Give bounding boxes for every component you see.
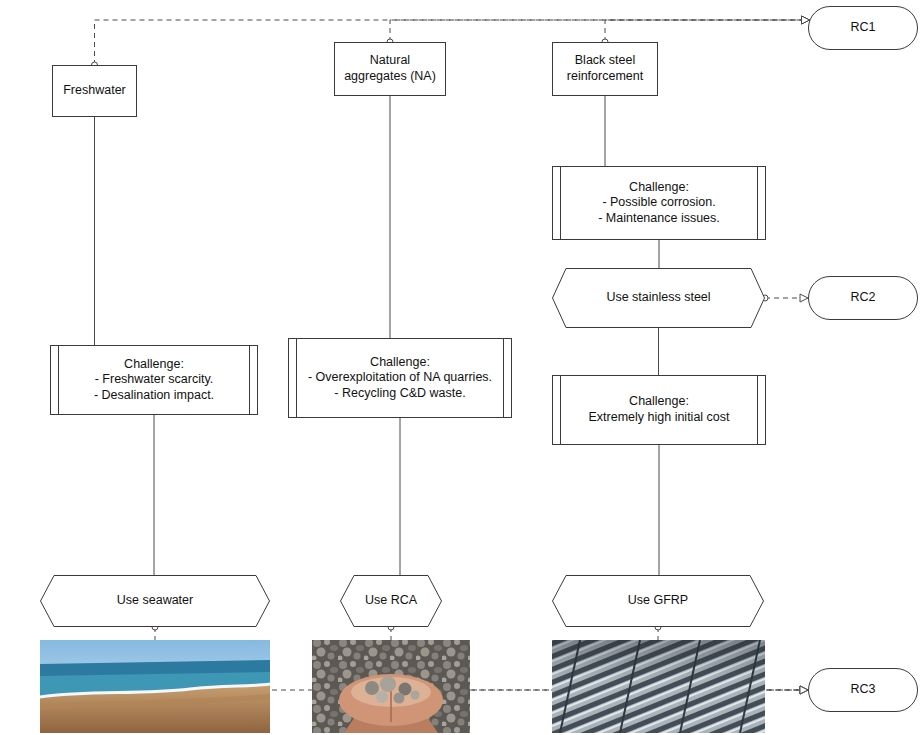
pill-outline: [809, 669, 918, 712]
node-label: - Recycling C&D waste.: [302, 386, 498, 402]
node-label: Extremely high initial cost: [566, 410, 752, 426]
node-text-block: Challenge:Extremely high initial cost: [566, 394, 752, 425]
hexagon-outline: [553, 576, 764, 627]
challenge-heading: Challenge:: [566, 180, 752, 196]
pebble: [380, 676, 396, 692]
pebble: [365, 681, 379, 695]
pebble: [394, 693, 405, 704]
process-outline: [51, 346, 258, 415]
flow-connector: [94, 117, 95, 345]
foam: [40, 684, 270, 697]
process-box: Natural aggregates (NA): [334, 42, 446, 96]
dashed-connector: [95, 20, 810, 65]
process-side-bar: [560, 167, 561, 240]
challenge-box: Challenge:Extremely high initial cost: [552, 375, 766, 445]
node-label: RC2: [816, 290, 910, 306]
flow-connector: [659, 445, 660, 575]
wet-sand: [40, 694, 270, 710]
node-label: Use GFRP: [568, 593, 748, 609]
dashed-connector: [765, 298, 808, 299]
process-side-bar: [58, 346, 59, 415]
terminal-pill: RC2: [808, 276, 918, 320]
challenge-box: Challenge:- Overexploitation of NA quarr…: [288, 338, 512, 418]
dashed-connector: [390, 20, 810, 42]
process-box: Black steel reinforcement: [552, 42, 658, 96]
flow-connector: [658, 328, 659, 375]
sand: [40, 683, 270, 733]
process-side-bar: [757, 376, 758, 445]
seawater-photo: [40, 640, 270, 733]
preparation-hexagon: Use GFRP: [552, 575, 764, 627]
flow-connector: [154, 415, 155, 575]
node-text-block: Use GFRP: [568, 593, 748, 609]
node-text-block: Natural aggregates (NA): [341, 53, 439, 84]
hexagon-outline: [41, 576, 270, 627]
preparation-hexagon: Use seawater: [40, 575, 270, 627]
challenge-heading: Challenge:: [302, 355, 498, 371]
node-label: Freshwater: [59, 83, 130, 99]
node-label: - Freshwater scarcity.: [64, 372, 244, 388]
challenge-box: Challenge:- Freshwater scarcity.- Desali…: [50, 345, 258, 415]
process-side-bar: [296, 339, 297, 418]
node-text-block: RC2: [816, 290, 910, 306]
node-label: RC3: [816, 682, 910, 698]
hexagon-outline: [553, 269, 765, 328]
terminal-pill: RC1: [808, 6, 918, 50]
pill-outline: [809, 7, 918, 50]
process-side-bar: [503, 339, 504, 418]
dashed-connector: [605, 20, 810, 42]
node-text-block: Freshwater: [59, 83, 130, 99]
process-box: Freshwater: [52, 65, 137, 117]
node-text-block: Use seawater: [56, 593, 254, 609]
gfrp-photo: [552, 640, 765, 733]
preparation-hexagon: Use RCA: [340, 575, 442, 627]
challenge-heading: Challenge:: [64, 357, 244, 373]
node-text-block: RC3: [816, 682, 910, 698]
node-label: Use seawater: [56, 593, 254, 609]
node-label: - Overexploitation of NA quarries.: [302, 370, 498, 386]
terminal-pill: RC3: [808, 668, 918, 712]
gravel: [312, 640, 470, 733]
node-label: Use stainless steel: [568, 290, 749, 306]
hexagon-outline: [341, 576, 442, 627]
challenge-box: Challenge:- Possible corrosion.- Mainten…: [552, 166, 766, 240]
flow-connector: [390, 96, 391, 338]
process-outline: [553, 376, 766, 445]
node-text-block: Challenge:- Overexploitation of NA quarr…: [302, 355, 498, 402]
node-text-block: Challenge:- Possible corrosion.- Mainten…: [566, 180, 752, 227]
hands: [339, 674, 443, 726]
node-text-block: Challenge:- Freshwater scarcity.- Desali…: [64, 357, 244, 404]
flow-connector: [400, 418, 401, 575]
process-outline: [553, 167, 766, 240]
node-label: - Possible corrosion.: [566, 195, 752, 211]
preparation-hexagon: Use stainless steel: [552, 268, 765, 328]
node-text-block: Use RCA: [356, 593, 426, 609]
process-side-bar: [249, 346, 250, 415]
gfrp-bars: [552, 640, 765, 733]
node-text-block: Use stainless steel: [568, 290, 749, 306]
node-label: Black steel reinforcement: [559, 53, 651, 84]
photo-shade: [552, 640, 765, 680]
flow-connector: [605, 96, 606, 166]
node-label: Natural aggregates (NA): [341, 53, 439, 84]
node-text-block: Black steel reinforcement: [559, 53, 651, 84]
process-outline: [289, 339, 512, 418]
node-label: RC1: [816, 20, 910, 36]
rca-photo: [312, 640, 470, 733]
node-label: Use RCA: [356, 593, 426, 609]
pill-outline: [809, 277, 918, 320]
flow-connector: [659, 240, 660, 268]
node-label: - Maintenance issues.: [566, 211, 752, 227]
pebble: [376, 691, 388, 703]
node-text-block: RC1: [816, 20, 910, 36]
process-side-bar: [560, 376, 561, 445]
node-label: - Desalination impact.: [64, 388, 244, 404]
pebble: [411, 691, 420, 700]
sky: [40, 640, 270, 733]
challenge-heading: Challenge:: [566, 394, 752, 410]
process-side-bar: [757, 167, 758, 240]
